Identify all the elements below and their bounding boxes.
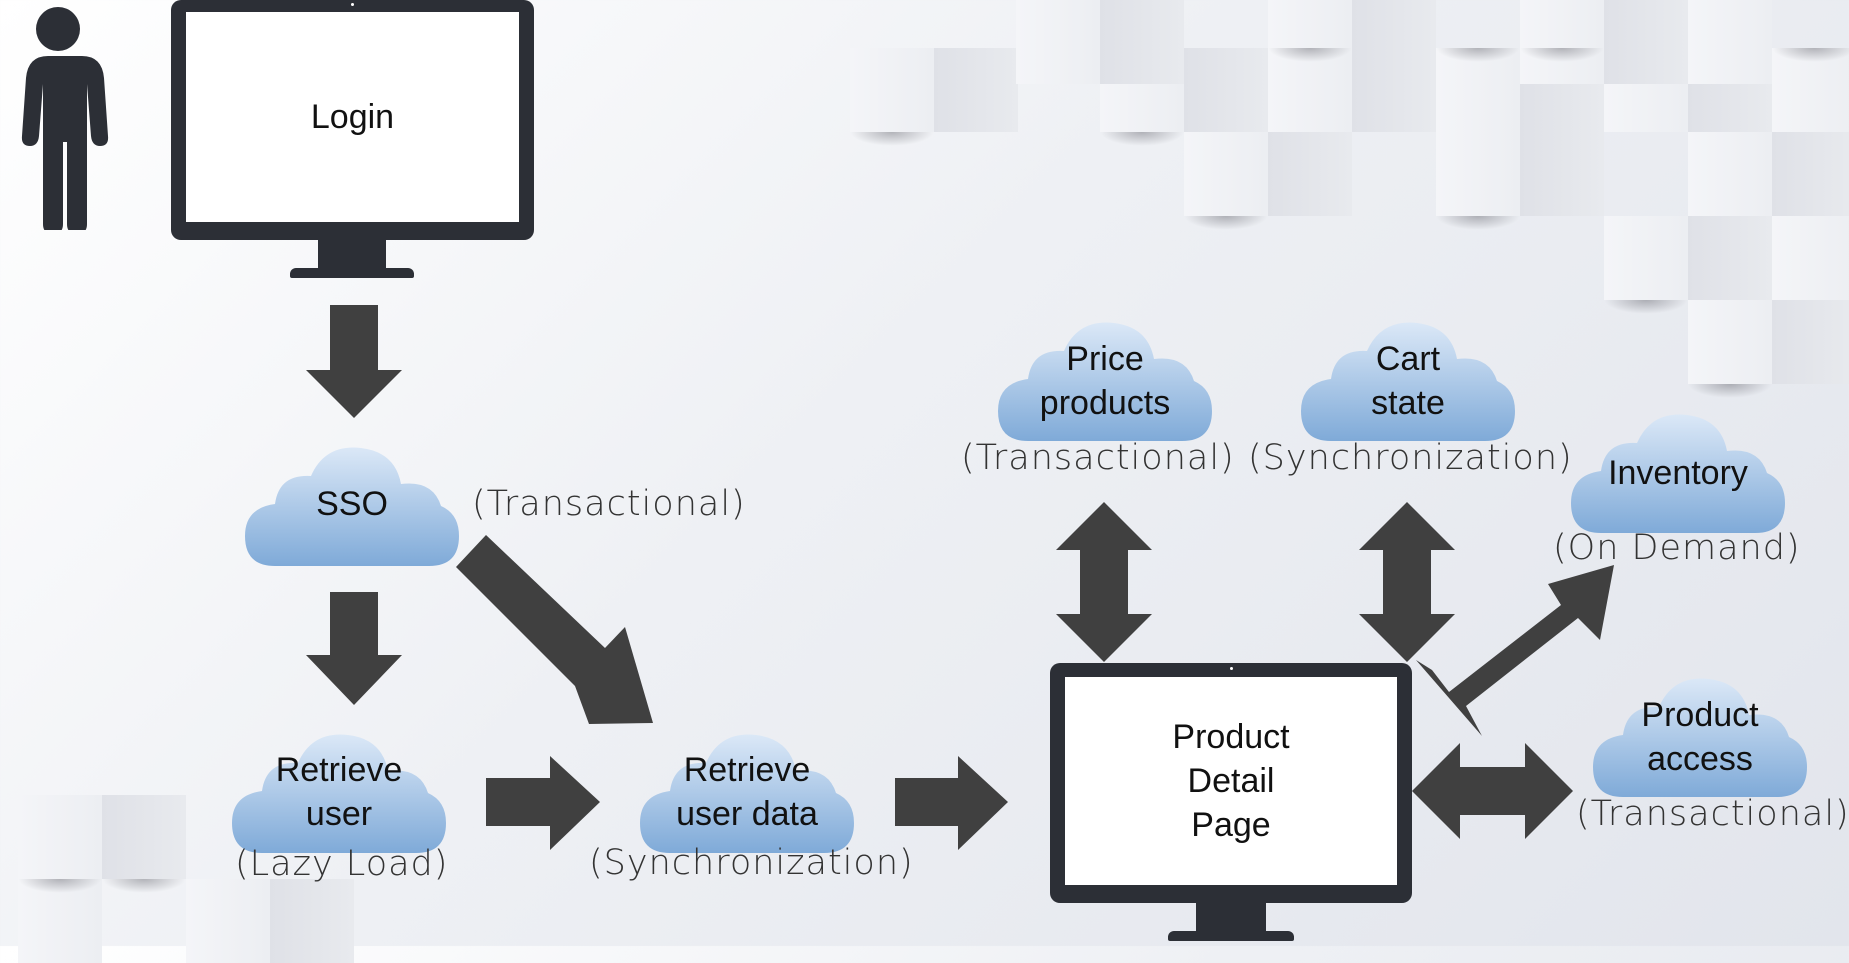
- cloud-shape: [245, 447, 459, 566]
- cloud-shape: [1571, 414, 1785, 533]
- arrow-retrieve-user-to-retrieve-user-data: [486, 756, 600, 850]
- caption-inventory: (On Demand): [1553, 528, 1801, 568]
- cloud-shape: [640, 734, 854, 853]
- retrieve-user-line1: Retrieve: [275, 751, 403, 789]
- login-label: Login: [310, 97, 395, 136]
- retrieve-user-data-line2: user data: [676, 795, 818, 833]
- product-detail-line3: Page: [1191, 806, 1271, 844]
- arrow-inventory-product-detail: [1416, 565, 1614, 736]
- arrow-login-to-sso: [306, 305, 402, 418]
- caption-cart-state: (Synchronization): [1248, 438, 1573, 478]
- cloud-shape: [998, 322, 1212, 441]
- caption-sso: (Transactional): [472, 484, 746, 524]
- retrieve-user-line2: user: [305, 795, 373, 833]
- cloud-sso: SSO: [245, 444, 459, 566]
- product-detail-line2: Detail: [1187, 762, 1275, 800]
- product-access-line2: access: [1647, 740, 1753, 778]
- caption-price-products: (Transactional): [961, 438, 1235, 478]
- arrow-product-access-product-detail: [1412, 743, 1573, 839]
- cloud-inventory: Inventory: [1571, 411, 1785, 533]
- login-screen: Login: [186, 12, 519, 222]
- cloud-price-products: Price products: [998, 319, 1212, 441]
- arrow-sso-to-retrieve-user: [306, 592, 402, 705]
- retrieve-user-data-line1: Retrieve: [683, 751, 811, 789]
- caption-retrieve-user: (Lazy Load): [235, 844, 449, 884]
- cloud-cart-state: Cart state: [1301, 319, 1515, 441]
- cart-state-line1: Cart: [1375, 340, 1441, 378]
- cloud-shape: [1593, 678, 1807, 797]
- price-products-line1: Price: [1066, 340, 1144, 378]
- arrow-price-products-product-detail: [1056, 502, 1152, 662]
- inventory-label: Inventory: [1608, 454, 1748, 492]
- cloud-shape: [1301, 322, 1515, 441]
- cloud-product-access: Product access: [1593, 675, 1807, 797]
- caption-retrieve-user-data: (Synchronization): [589, 843, 914, 883]
- arrow-cart-state-product-detail: [1359, 502, 1455, 662]
- login-monitor: Login: [171, 0, 534, 240]
- cart-state-line2: state: [1371, 384, 1445, 422]
- cloud-retrieve-user: Retrieve user: [232, 731, 446, 853]
- price-products-line2: products: [1039, 384, 1171, 422]
- cloud-retrieve-user-data: Retrieve user data: [640, 731, 854, 853]
- product-detail-monitor: Product Detail Page: [1050, 663, 1412, 903]
- cloud-shape: [232, 734, 446, 853]
- product-detail-line1: Product: [1172, 718, 1290, 756]
- caption-product-access: (Transactional): [1576, 794, 1849, 834]
- arrow-retrieve-user-data-to-product-detail: [895, 756, 1008, 850]
- arrow-sso-to-retrieve-user-data: [456, 535, 653, 724]
- person-icon: [21, 7, 109, 230]
- sso-label: SSO: [316, 485, 388, 523]
- product-access-line1: Product: [1641, 696, 1759, 734]
- product-detail-screen: Product Detail Page: [1065, 677, 1397, 885]
